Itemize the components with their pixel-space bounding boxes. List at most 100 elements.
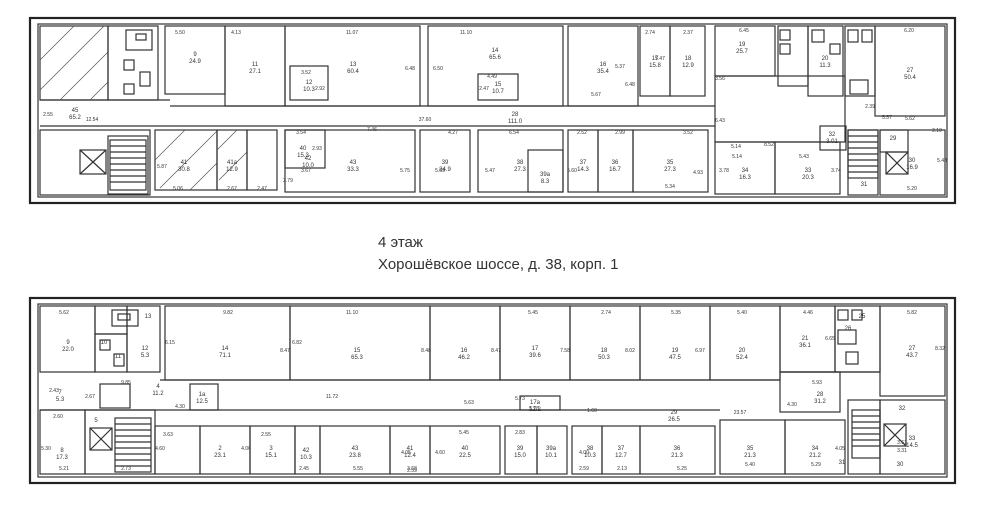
dimension-label: 2.83 — [515, 430, 525, 436]
room-number: 15 — [495, 82, 502, 88]
dimension-label: 4.00 — [579, 450, 589, 456]
dimension-label: 2.73 — [121, 466, 131, 472]
room-number: 19 — [739, 42, 746, 48]
address-label: Хорошёвское шоссе, д. 38, корп. 1 — [378, 256, 619, 273]
room-number: 35 — [667, 160, 674, 166]
dimension-label: 2.99 — [615, 130, 625, 136]
room-area: 10.3 — [303, 87, 315, 93]
room-number: 11 — [115, 354, 122, 360]
room-area: 35.4 — [597, 69, 609, 75]
dimension-label: 2.74 — [601, 310, 611, 316]
room-number: 18 — [601, 348, 608, 354]
room-area: 15.3 — [297, 153, 309, 159]
room-area: 52.4 — [736, 355, 748, 361]
dimension-label: 11.10 — [460, 30, 472, 36]
bottom-inner-wall — [37, 303, 948, 478]
dimension-label: 8.02 — [625, 348, 635, 354]
dimension-label: 7.46 — [367, 127, 377, 133]
dimension-label: 3.31 — [897, 448, 907, 454]
room-area: 12.9 — [682, 63, 694, 69]
room-number: 40 — [300, 146, 307, 152]
room-number: 41 — [181, 160, 188, 166]
room-number: 36 — [612, 160, 619, 166]
dimension-label: 5.14 — [732, 154, 742, 160]
bottom-upper-rooms — [39, 305, 946, 413]
floor-label: 4 этаж — [378, 234, 423, 251]
room-area: 12.5 — [196, 399, 208, 405]
room-area: 26.5 — [668, 417, 680, 423]
room-number: 43 — [350, 160, 357, 166]
bottom-staircases — [89, 409, 907, 473]
room-area: 36.1 — [799, 343, 811, 349]
room-number: 31 — [839, 460, 846, 466]
dimension-label: 3.52 — [301, 70, 311, 76]
room-area: 10.7 — [492, 89, 504, 95]
room-area: 30.8 — [178, 167, 190, 173]
room-number: 42 — [303, 448, 310, 454]
room-area: 20.3 — [802, 175, 814, 181]
dimension-label: 5.34 — [665, 184, 675, 190]
room-area: 39.6 — [529, 353, 541, 359]
room-number: 17a — [530, 400, 541, 406]
room-number: 33 — [909, 436, 916, 442]
room-number: 9 — [66, 340, 70, 346]
dimension-label: 5.93 — [812, 380, 822, 386]
room-number: 9 — [193, 52, 197, 58]
room-area: 47.5 — [669, 355, 681, 361]
dimension-label: 4.27 — [448, 130, 458, 136]
room-number: 36 — [674, 446, 681, 452]
dimension-label: 5.47 — [655, 56, 665, 62]
room-area: 21.2 — [809, 453, 821, 459]
room-area: 27.1 — [249, 69, 261, 75]
room-number: 33 — [805, 168, 812, 174]
room-number: 25 — [859, 314, 866, 320]
dimension-label: 7.58 — [560, 348, 570, 354]
room-number: 43 — [352, 446, 359, 452]
top-floor-plan — [28, 16, 957, 205]
dimension-label: 5.21 — [59, 466, 69, 472]
dimension-label: 8.48 — [421, 348, 431, 354]
dimension-label: 2.43 — [49, 388, 59, 394]
top-staircases — [109, 129, 879, 191]
room-area: 15.0 — [514, 453, 526, 459]
dimension-label: 8.52 — [764, 142, 774, 148]
room-number: 12 — [306, 80, 313, 86]
room-number: 7 — [58, 390, 62, 396]
dimension-label: 2.67 — [85, 394, 95, 400]
dimension-label: 37.60 — [419, 117, 432, 123]
dimension-label: 2.55 — [43, 112, 53, 118]
dimension-label: 5.40 — [737, 310, 747, 316]
room-number: 39 — [442, 160, 449, 166]
dimension-label: 5.20 — [907, 186, 917, 192]
room-number: 28 — [512, 112, 519, 118]
dimension-label: 4.30 — [787, 402, 797, 408]
room-number: 37 — [618, 446, 625, 452]
room-area: 46.2 — [458, 355, 470, 361]
dimension-label: 2.45 — [299, 466, 309, 472]
room-number: 20 — [739, 348, 746, 354]
room-area: 14.5 — [906, 443, 918, 449]
dimension-label: 4.60 — [155, 446, 165, 452]
room-number: 40 — [462, 446, 469, 452]
dimension-label: 2.74 — [645, 30, 655, 36]
dimension-label: 5.50 — [175, 30, 185, 36]
dimension-label: 6.54 — [509, 130, 519, 136]
dimension-label: 5.35 — [671, 310, 681, 316]
dimension-label: 4.46 — [803, 310, 813, 316]
dimension-label: 9.82 — [223, 310, 233, 316]
dimension-label: 4.06 — [241, 446, 251, 452]
top-upper-rooms — [107, 25, 946, 143]
room-number: 29 — [671, 410, 678, 416]
dimension-label: 2.79 — [283, 178, 293, 184]
room-number: 3 — [269, 446, 273, 452]
dimension-label: 6.48 — [405, 66, 415, 72]
room-number: 1a — [199, 392, 206, 398]
room-number: 29 — [890, 136, 897, 142]
dimension-label: 6.48 — [625, 82, 635, 88]
dimension-label: 5.67 — [591, 92, 601, 98]
dimension-label: 5.87 — [157, 164, 167, 170]
room-number: 4 — [156, 384, 160, 390]
dimension-label: 12.54 — [86, 117, 99, 123]
